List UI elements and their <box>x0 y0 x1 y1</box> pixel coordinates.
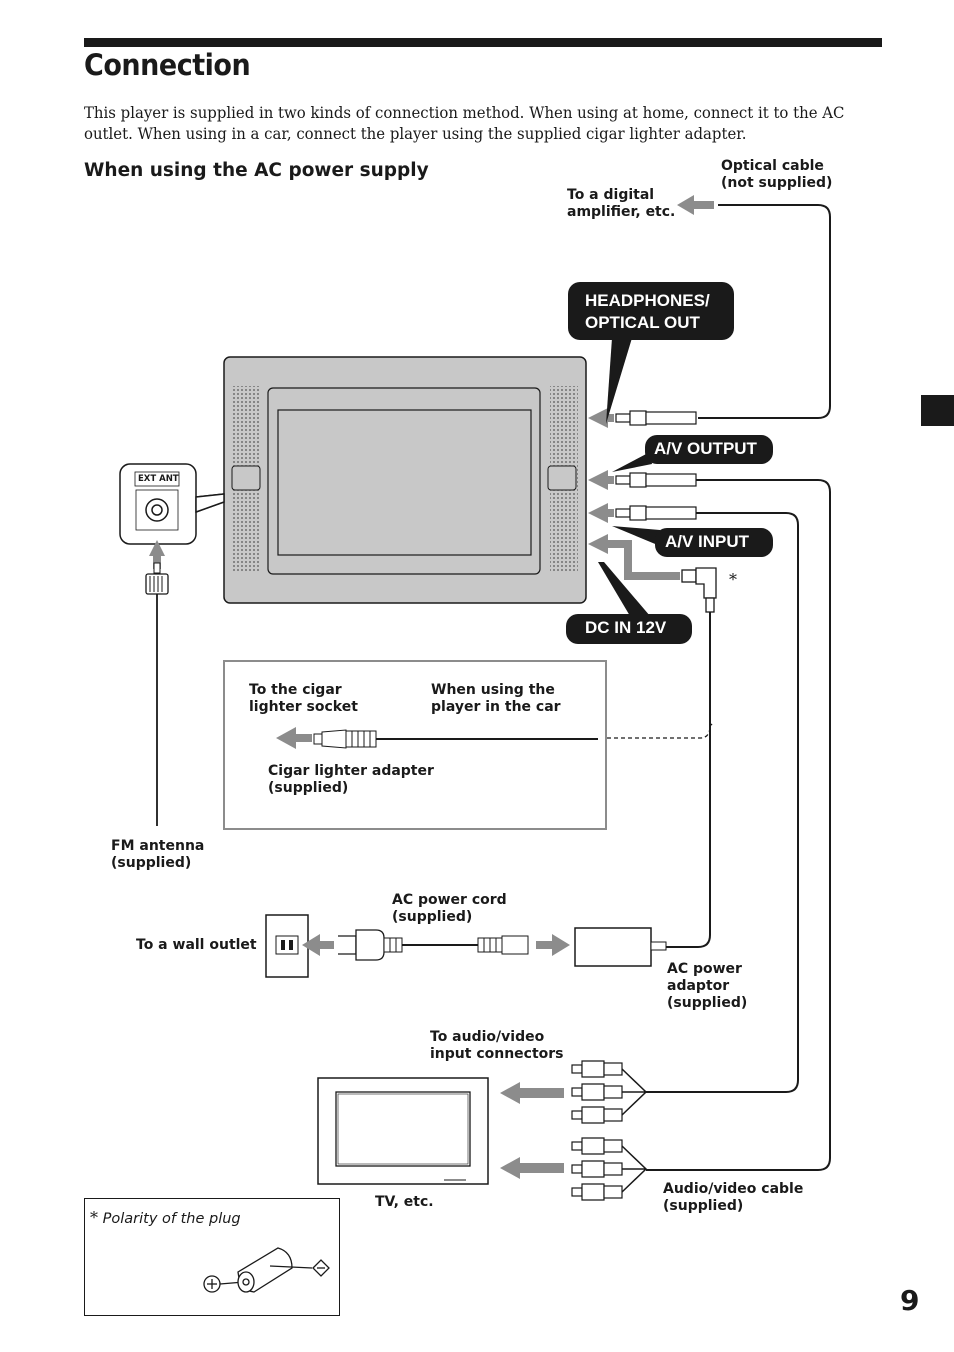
page-number: 9 <box>900 1284 920 1317</box>
polarity-plug <box>203 1247 330 1293</box>
av-output-cable <box>646 479 831 1171</box>
av-cable-label: Audio/video cable (supplied) <box>663 1181 804 1214</box>
wall-outlet-label: To a wall outlet <box>136 937 257 953</box>
footnote-asterisk: * <box>90 1208 98 1227</box>
headphones-optical-label: HEADPHONES/ OPTICAL OUT <box>568 282 734 340</box>
dc-in-label: DC IN 12V <box>566 614 692 644</box>
intro-paragraph: This player is supplied in two kinds of … <box>84 103 845 143</box>
plugs <box>588 408 697 554</box>
cigar-adapter-label: Cigar lighter adapter (supplied) <box>268 763 434 796</box>
ext-ant-label: EXT ANT <box>138 474 179 484</box>
headphones-pointer <box>606 338 632 424</box>
avin-pointer <box>612 526 660 546</box>
fm-antenna-label: FM antenna (supplied) <box>111 838 205 871</box>
top-rule <box>84 38 882 47</box>
ac-cord-label: AC power cord (supplied) <box>392 892 507 925</box>
avout-pointer <box>612 452 652 472</box>
arrow-to-amp <box>677 195 714 215</box>
ac-cord <box>302 929 570 961</box>
page-title: Connection <box>84 48 251 82</box>
av-input-label: A/V INPUT <box>655 528 773 557</box>
ac-adaptor-label: AC power adaptor (supplied) <box>667 961 748 1011</box>
cigar-adapter <box>276 727 598 749</box>
ext-ant-jack <box>119 463 225 545</box>
section-heading: When using the AC power supply <box>84 160 429 181</box>
tv <box>317 1077 564 1185</box>
dc-route <box>614 540 680 580</box>
optical-cable <box>698 204 831 419</box>
chapter-tab <box>921 395 954 426</box>
car-dashed-link <box>600 723 713 739</box>
av-input-cable <box>646 512 799 1093</box>
rca-connectors <box>571 1060 623 1201</box>
optical-cable-label: Optical cable (not supplied) <box>721 158 833 191</box>
footnote-text: Polarity of the plug <box>102 1211 241 1227</box>
ac-adaptor <box>574 927 667 967</box>
polarity-footnote-box <box>84 1198 340 1316</box>
wall-outlet <box>265 914 309 978</box>
digital-amp-label: To a digital amplifier, etc. <box>567 187 676 220</box>
tv-label: TV, etc. <box>375 1194 434 1210</box>
polarity-footnote: * Polarity of the plug <box>90 1208 241 1227</box>
dc-plug <box>681 567 717 613</box>
asterisk-mark: * <box>729 570 737 589</box>
cigar-socket-label: To the cigar lighter socket <box>249 682 358 715</box>
car-use-label: When using the player in the car <box>431 682 561 715</box>
car-adapter-box <box>223 660 607 830</box>
dcin-pointer <box>598 562 650 616</box>
av-inputs-label: To audio/video input connectors <box>430 1029 564 1062</box>
av-output-label: A/V OUTPUT <box>645 435 773 464</box>
player-unit <box>223 356 587 604</box>
dc-cable <box>666 612 711 948</box>
fm-antenna <box>145 540 169 826</box>
